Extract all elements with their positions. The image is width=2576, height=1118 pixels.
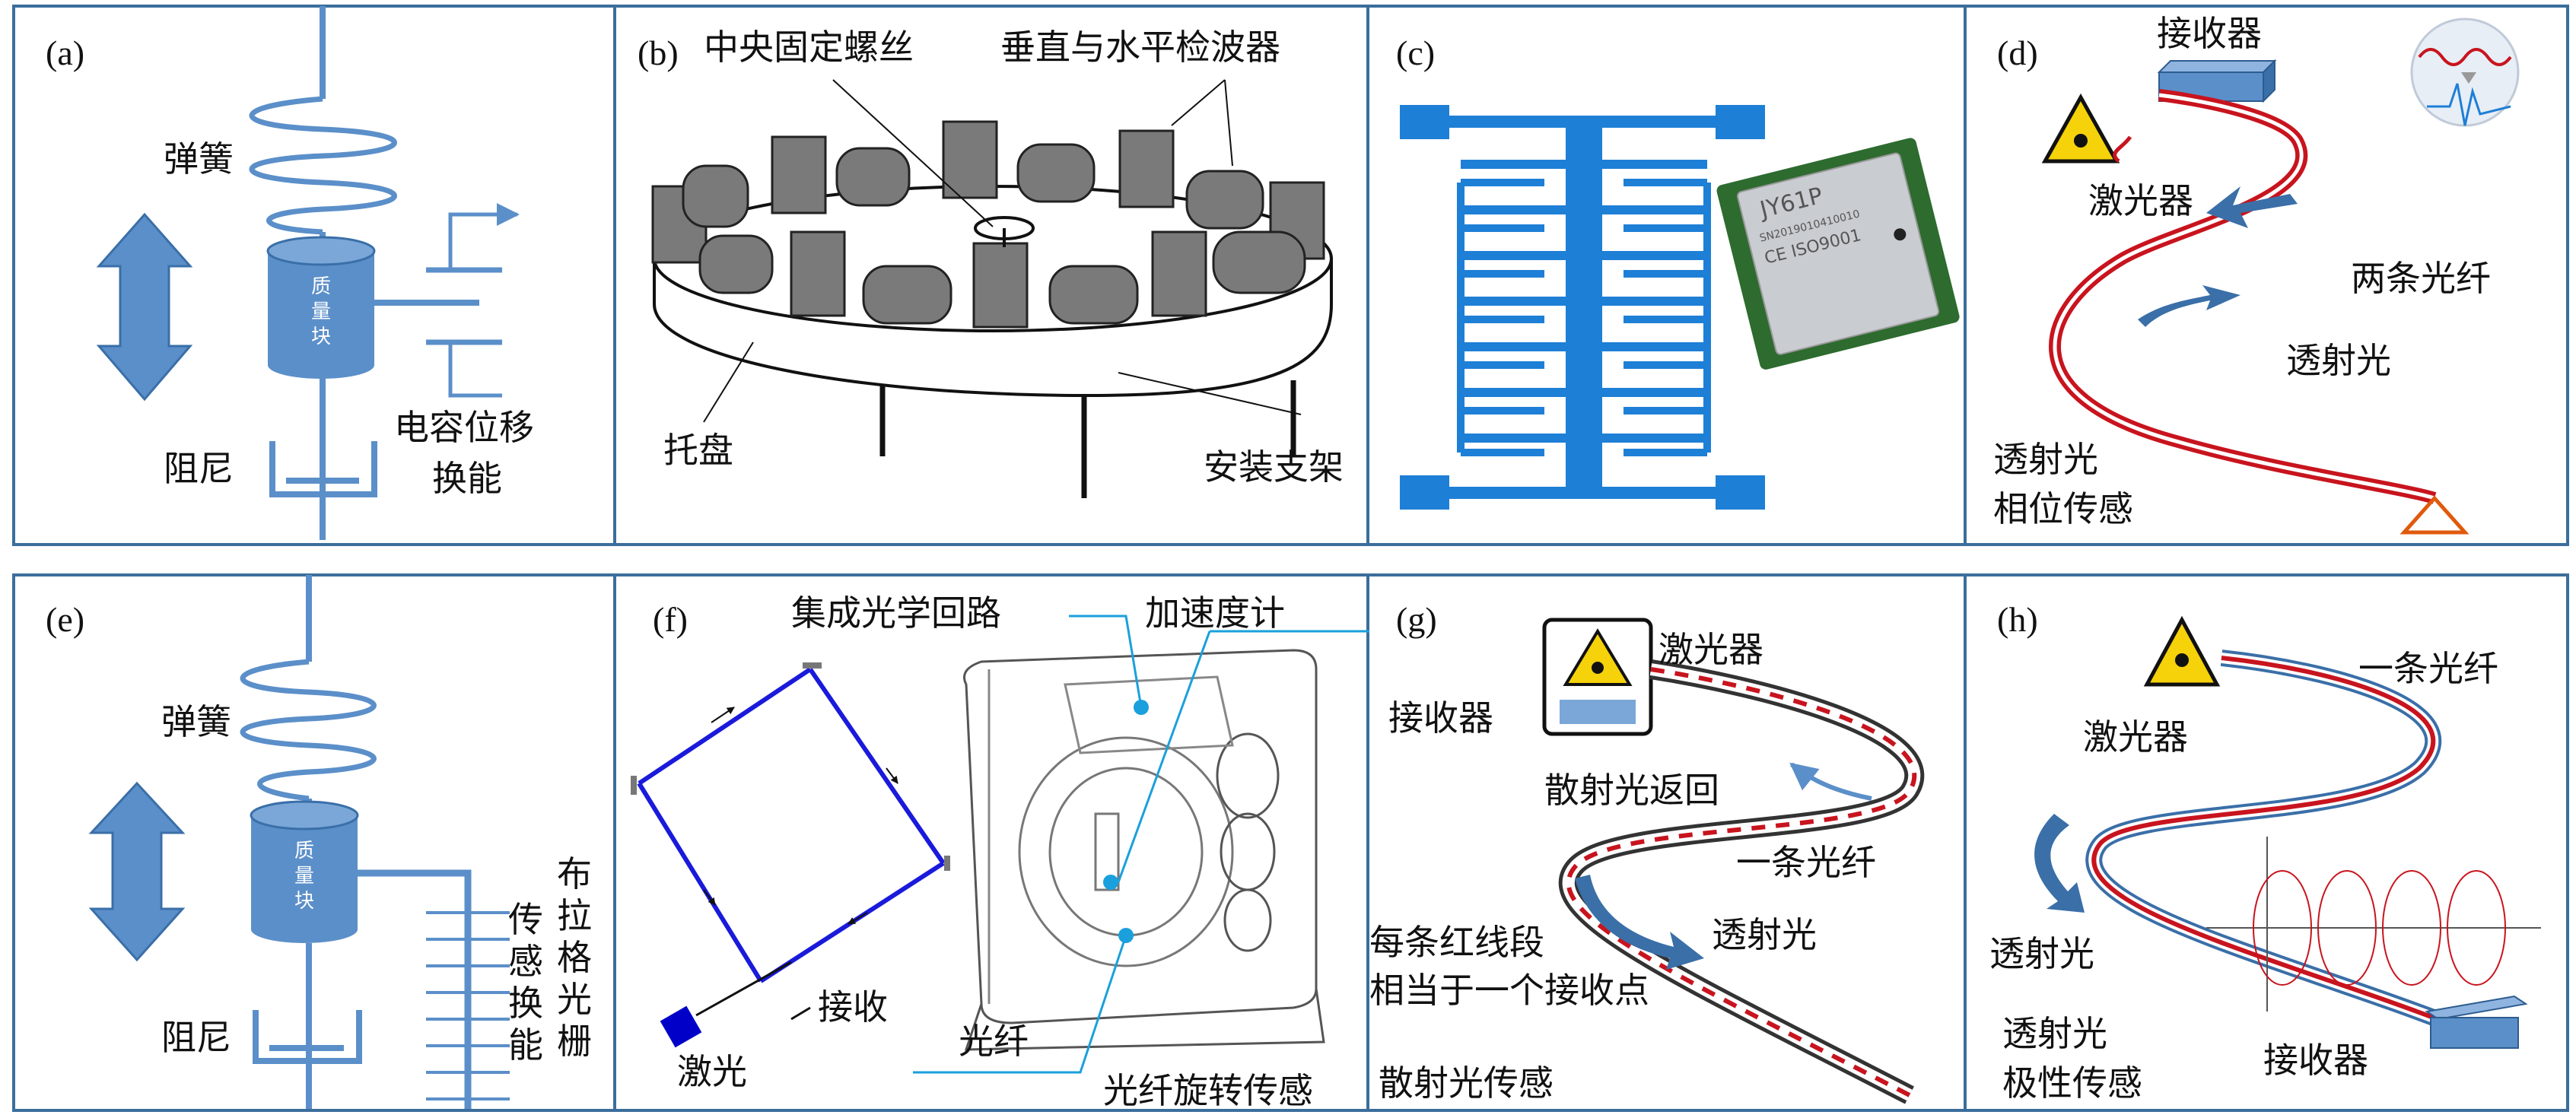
receiver-label: 接收器: [2263, 1040, 2368, 1081]
transducer-label-1: 电容位移: [394, 407, 534, 448]
backscatter-label: 散射光返回: [1544, 770, 1719, 811]
note-label-2: 相当于一个接收点: [1369, 970, 1649, 1011]
panel-borders: [12, 5, 2569, 1112]
panel-g-label: (g): [1396, 600, 1437, 639]
receive-label: 接收: [818, 986, 888, 1027]
laser-label: 激光: [677, 1051, 747, 1092]
laser-label: 激光器: [2083, 716, 2188, 758]
grating-lines: [426, 911, 510, 1101]
accelerometer-label: 加速度计: [1145, 592, 1285, 634]
panel-f-label: (f): [653, 600, 688, 639]
mass-block: 质 量 块: [266, 236, 376, 379]
svg-text:拉: 拉: [557, 895, 592, 936]
bracket-label: 安装支架: [1204, 446, 1344, 488]
panel-a-label: (a): [46, 33, 84, 72]
damper-label: 阻尼: [161, 1017, 231, 1058]
panel-f: (f): [631, 592, 1369, 1111]
receiver-block: [1560, 700, 1636, 724]
laser-source: [660, 1005, 702, 1048]
optical-circuit-label: 集成光学回路: [791, 592, 1001, 634]
return-arrow: [2206, 186, 2298, 228]
panel-b: (b) 中央固定螺丝: [638, 27, 1344, 498]
receiver-label: 接收器: [2157, 13, 2262, 54]
spring-label: 弹簧: [161, 701, 231, 742]
svg-text:格: 格: [557, 937, 592, 978]
center-screw-label: 中央固定螺丝: [704, 27, 914, 68]
transmitted-arrow: [1575, 875, 1704, 970]
double-arrow: [96, 212, 193, 402]
svg-text:能: 能: [508, 1024, 543, 1066]
svg-text:光: 光: [557, 979, 592, 1020]
panel-a: (a) 质 量 块 弹簧 阻尼 电容位移 换能: [46, 6, 534, 540]
svg-text:传: 传: [508, 899, 543, 940]
transmitted-label: 透射光: [2286, 340, 2391, 381]
spring-coil: [240, 659, 377, 802]
geophones-label: 垂直与水平检波器: [1000, 27, 1280, 68]
accelerometer-housing: [963, 649, 1325, 1051]
caption-label: 光纤旋转传感: [1103, 1070, 1313, 1111]
svg-text:质: 质: [311, 275, 331, 298]
svg-text:量: 量: [294, 865, 314, 888]
laser-warning-icon: [2041, 93, 2120, 164]
double-arrow: [88, 781, 186, 962]
transmitted-label: 透射光: [1712, 914, 1817, 955]
backscatter-arrow: [1789, 762, 1872, 801]
damper-cup: [269, 441, 377, 497]
svg-text:块: 块: [311, 326, 331, 348]
note-label-1: 每条红线段: [1369, 922, 1544, 963]
one-fiber-label: 一条光纤: [2358, 648, 2498, 689]
spring-label: 弹簧: [164, 138, 234, 179]
panel-d: (d) 接收器 激光器 两条光纤 透射光 透射光 相位传感: [1993, 13, 2520, 535]
laser-warning-icon: [2143, 615, 2221, 687]
receiver-box: [2157, 59, 2277, 103]
svg-text:换: 换: [508, 983, 543, 1024]
panel-e-label: (e): [46, 600, 84, 639]
panel-h: (h) 一条光纤 激光器 透射光 接收器 透射光 极性传感: [1989, 600, 2541, 1104]
transmitted-arrow: [2034, 814, 2085, 913]
panel-d-label: (d): [1997, 33, 2038, 72]
panel-c: (c) JY61P SN2019010410010 CE IS: [1396, 33, 1960, 510]
svg-text:布: 布: [557, 853, 592, 894]
geophones: [651, 120, 1325, 329]
sensing-label-1: 透射光: [1993, 439, 2098, 480]
panel-g: (g) 激光器 接收器 散射光返回 一条光纤 透射光 每条红线段 相当于一个接收…: [1369, 600, 1925, 1104]
fiber-loop: [637, 667, 946, 983]
mems-comb-outline: [1457, 179, 1711, 456]
seismic-wave-icon: [2410, 17, 2520, 127]
damper-label: 阻尼: [164, 448, 234, 489]
receiver-label: 接收器: [1388, 697, 1493, 738]
panel-h-label: (h): [1997, 600, 2038, 639]
spring-coil: [249, 96, 397, 235]
laser-warning-icon: [1563, 628, 1633, 686]
laser-label: 激光器: [2088, 180, 2193, 221]
svg-text:块: 块: [294, 890, 314, 913]
mems-comb-structure: [1400, 105, 1765, 510]
svg-text:量: 量: [311, 300, 331, 323]
panel-e: (e) 质 量 块 弹簧 阻尼 传 感 换 能 布 拉 格 光: [46, 575, 592, 1109]
mass-block: 质 量 块: [250, 800, 359, 943]
transmitted-label: 透射光: [1989, 933, 2094, 974]
sensing-label-1: 透射光: [2002, 1013, 2107, 1054]
one-fiber-label: 一条光纤: [1736, 842, 1876, 883]
transducer-label-2: 换能: [432, 458, 502, 499]
panel-c-label: (c): [1396, 33, 1435, 72]
svg-text:质: 质: [294, 840, 314, 862]
transmitted-arrow: [2138, 285, 2240, 327]
tray-label: 托盘: [663, 430, 733, 471]
svg-text:栅: 栅: [557, 1021, 592, 1062]
sensing-label-2: 极性传感: [2002, 1062, 2142, 1104]
fiber-label: 光纤: [959, 1021, 1029, 1062]
panel-b-label: (b): [638, 33, 679, 72]
fiber: [2085, 650, 2461, 1035]
receiver-box: [2425, 995, 2528, 1049]
callout-lines: [913, 615, 1369, 1074]
sensing-label-2: 相位传感: [1993, 488, 2133, 529]
polarization-helix: [2206, 837, 2541, 1012]
two-fibers-label: 两条光纤: [2351, 258, 2491, 299]
svg-text:感: 感: [508, 941, 543, 982]
laser-label: 激光器: [1658, 629, 1763, 670]
caption-label: 散射光传感: [1379, 1062, 1554, 1104]
sensor-chip: JY61P SN2019010410010 CE ISO9001: [1716, 138, 1960, 370]
